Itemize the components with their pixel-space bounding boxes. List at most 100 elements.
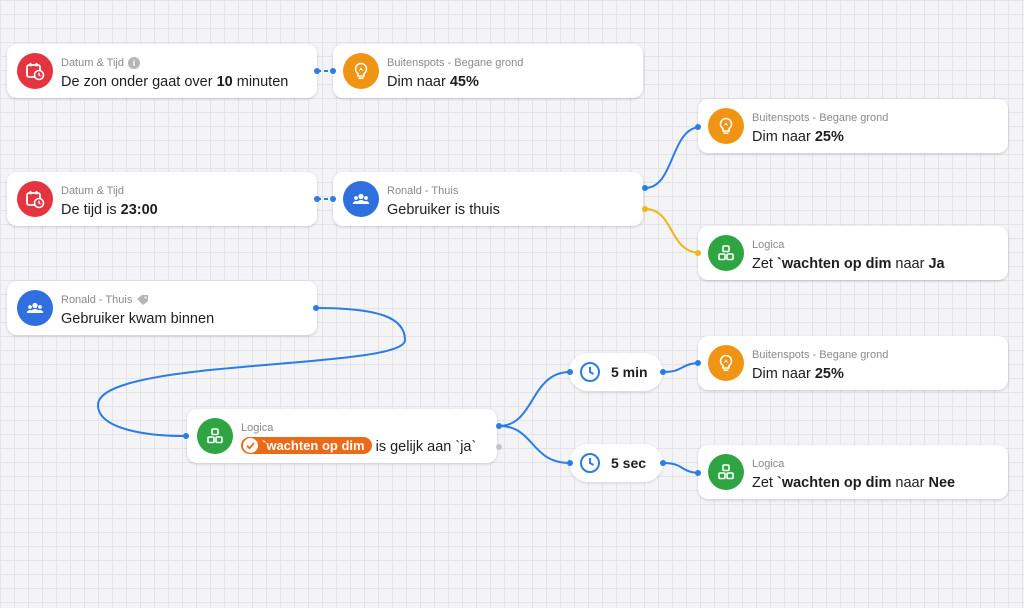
label-text: De tijd is: [61, 202, 121, 218]
label-value: 23:00: [120, 202, 158, 218]
variable-name: `wachten op dim: [776, 256, 892, 272]
info-icon[interactable]: i: [127, 57, 140, 69]
label-value: Nee: [928, 475, 956, 491]
input-connector[interactable]: [695, 250, 701, 256]
logic-blocks-icon: [197, 418, 233, 454]
delay-5-sec[interactable]: 5 sec: [569, 444, 663, 482]
action-card-set-nee[interactable]: Logica Zet `wachten op dim naar Nee: [698, 445, 1008, 499]
variable-pill-text: `wachten op dim: [262, 438, 365, 453]
input-connector[interactable]: [695, 360, 701, 366]
card-subtitle-text: Ronald - Thuis: [387, 185, 459, 197]
users-icon: [343, 181, 379, 217]
card-subtitle: Buitenspots - Begane grond: [752, 112, 888, 124]
output-connector[interactable]: [660, 460, 666, 466]
clock-icon: [580, 453, 600, 473]
input-connector[interactable]: [567, 369, 573, 375]
card-subtitle-text: Ronald - Thuis: [61, 294, 133, 306]
card-subtitle: Logica: [752, 458, 784, 470]
lightbulb-icon: [343, 53, 379, 89]
logic-blocks-icon: [708, 454, 744, 490]
output-connector[interactable]: [660, 369, 666, 375]
condition-card-logic[interactable]: Logica `wachten op dim is gelijk aan `ja…: [187, 409, 497, 463]
delay-label: 5 min: [611, 364, 648, 380]
trigger-card-user-arrived[interactable]: Ronald - Thuis Gebruiker kwam binnen: [7, 281, 317, 335]
label-text: is gelijk aan `ja`: [371, 439, 477, 455]
input-connector[interactable]: [695, 124, 701, 130]
card-label: Dim naar 45%: [387, 74, 479, 90]
card-label: Gebruiker is thuis: [387, 202, 500, 218]
lightbulb-icon: [708, 345, 744, 381]
input-connector[interactable]: [330, 196, 336, 202]
label-text-end: minuten: [232, 74, 289, 90]
calendar-clock-icon: [17, 53, 53, 89]
output-connector[interactable]: [313, 305, 319, 311]
card-label: De tijd is 23:00: [61, 202, 158, 218]
logic-blocks-icon: [708, 235, 744, 271]
card-subtitle: Logica: [241, 422, 273, 434]
label-text: De zon onder gaat over: [61, 74, 217, 90]
label-value: 25%: [814, 366, 844, 382]
card-subtitle-text: Buitenspots - Begane grond: [387, 57, 524, 69]
check-circle-icon: [243, 438, 258, 453]
false-output-connector[interactable]: [642, 206, 648, 212]
users-icon: [17, 290, 53, 326]
action-card-dim-45[interactable]: Buitenspots - Begane grond Dim naar 45%: [333, 44, 643, 98]
card-subtitle-text: Buitenspots - Begane grond: [752, 112, 889, 124]
variable-pill[interactable]: `wachten op dim: [241, 437, 372, 454]
wire-7-8: [96, 307, 407, 437]
true-output-connector[interactable]: [642, 185, 648, 191]
trigger-card-time[interactable]: Datum & Tijd De tijd is 23:00: [7, 172, 317, 226]
input-connector[interactable]: [330, 68, 336, 74]
card-subtitle: Ronald - Thuis: [61, 294, 150, 306]
card-subtitle-text: Buitenspots - Begane grond: [752, 349, 889, 361]
card-subtitle: Buitenspots - Begane grond: [387, 57, 523, 69]
card-label: Zet `wachten op dim naar Ja: [752, 256, 945, 272]
label-value: Ja: [928, 256, 945, 272]
label-text: Dim naar: [387, 74, 450, 90]
clock-icon: [580, 362, 600, 382]
action-card-dim-25-b[interactable]: Buitenspots - Begane grond Dim naar 25%: [698, 336, 1008, 390]
calendar-clock-icon: [17, 181, 53, 217]
output-connector[interactable]: [314, 196, 320, 202]
card-label: De zon onder gaat over 10 minuten: [61, 74, 288, 90]
card-subtitle-text: Datum & Tijd: [61, 57, 124, 69]
card-subtitle-text: Logica: [752, 239, 785, 251]
label-text: Zet: [752, 256, 777, 272]
card-subtitle: Ronald - Thuis: [387, 185, 458, 197]
label-text: Zet: [752, 475, 777, 491]
label-text: Dim naar: [752, 129, 815, 145]
label-text: Dim naar: [752, 366, 815, 382]
card-subtitle-text: Logica: [752, 458, 785, 470]
card-label: Gebruiker kwam binnen: [61, 311, 214, 327]
action-card-set-ja[interactable]: Logica Zet `wachten op dim naar Ja: [698, 226, 1008, 280]
wire-5-3: [644, 126, 702, 189]
card-subtitle-text: Datum & Tijd: [61, 185, 124, 197]
label-text: Gebruiker kwam binnen: [61, 311, 215, 327]
card-subtitle-text: Logica: [241, 422, 274, 434]
card-subtitle: Buitenspots - Begane grond: [752, 349, 888, 361]
card-label: Dim naar 25%: [752, 366, 844, 382]
card-label: Dim naar 25%: [752, 129, 844, 145]
output-connector[interactable]: [314, 68, 320, 74]
false-output-connector[interactable]: [496, 444, 502, 450]
true-output-connector[interactable]: [496, 423, 502, 429]
card-label: `wachten op dim is gelijk aan `ja`: [241, 437, 476, 455]
label-text-mid: naar: [891, 475, 929, 491]
input-connector[interactable]: [567, 460, 573, 466]
input-connector[interactable]: [695, 470, 701, 476]
card-subtitle: Datum & Tijd: [61, 185, 124, 197]
label-value: 10: [216, 74, 233, 90]
input-connector[interactable]: [183, 433, 189, 439]
action-card-dim-25-a[interactable]: Buitenspots - Begane grond Dim naar 25%: [698, 99, 1008, 153]
label-value: 25%: [814, 129, 844, 145]
wire-8-delay1: [498, 371, 571, 427]
tag-icon: [137, 295, 149, 305]
label-text: Gebruiker is thuis: [387, 202, 500, 218]
condition-card-user-home[interactable]: Ronald - Thuis Gebruiker is thuis: [333, 172, 643, 226]
wire-5-6: [644, 208, 702, 254]
delay-5-min[interactable]: 5 min: [569, 353, 663, 391]
lightbulb-icon: [708, 108, 744, 144]
trigger-card-sunset[interactable]: Datum & Tijd i De zon onder gaat over 10…: [7, 44, 317, 98]
card-label: Zet `wachten op dim naar Nee: [752, 475, 955, 491]
